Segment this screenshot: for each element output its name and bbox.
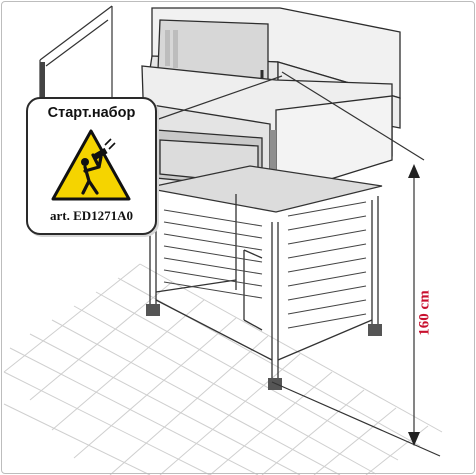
lower-oven — [141, 65, 393, 210]
tray-rack — [163, 201, 367, 329]
warning-triangle — [51, 129, 131, 201]
floor-grid — [3, 263, 443, 475]
height-dimension-line — [271, 71, 441, 457]
article-code: art. ED1271A0 — [49, 208, 134, 223]
oven-stand — [145, 165, 383, 390]
height-dimension-text: 160 cm — [416, 290, 433, 336]
callout-leader-line — [149, 75, 283, 123]
kit-callout-box: Старт.набор art. ED1271A0 — [26, 97, 157, 235]
lifting-hazard-warning-icon — [51, 129, 131, 201]
callout-title: Старт.набор — [47, 105, 136, 121]
